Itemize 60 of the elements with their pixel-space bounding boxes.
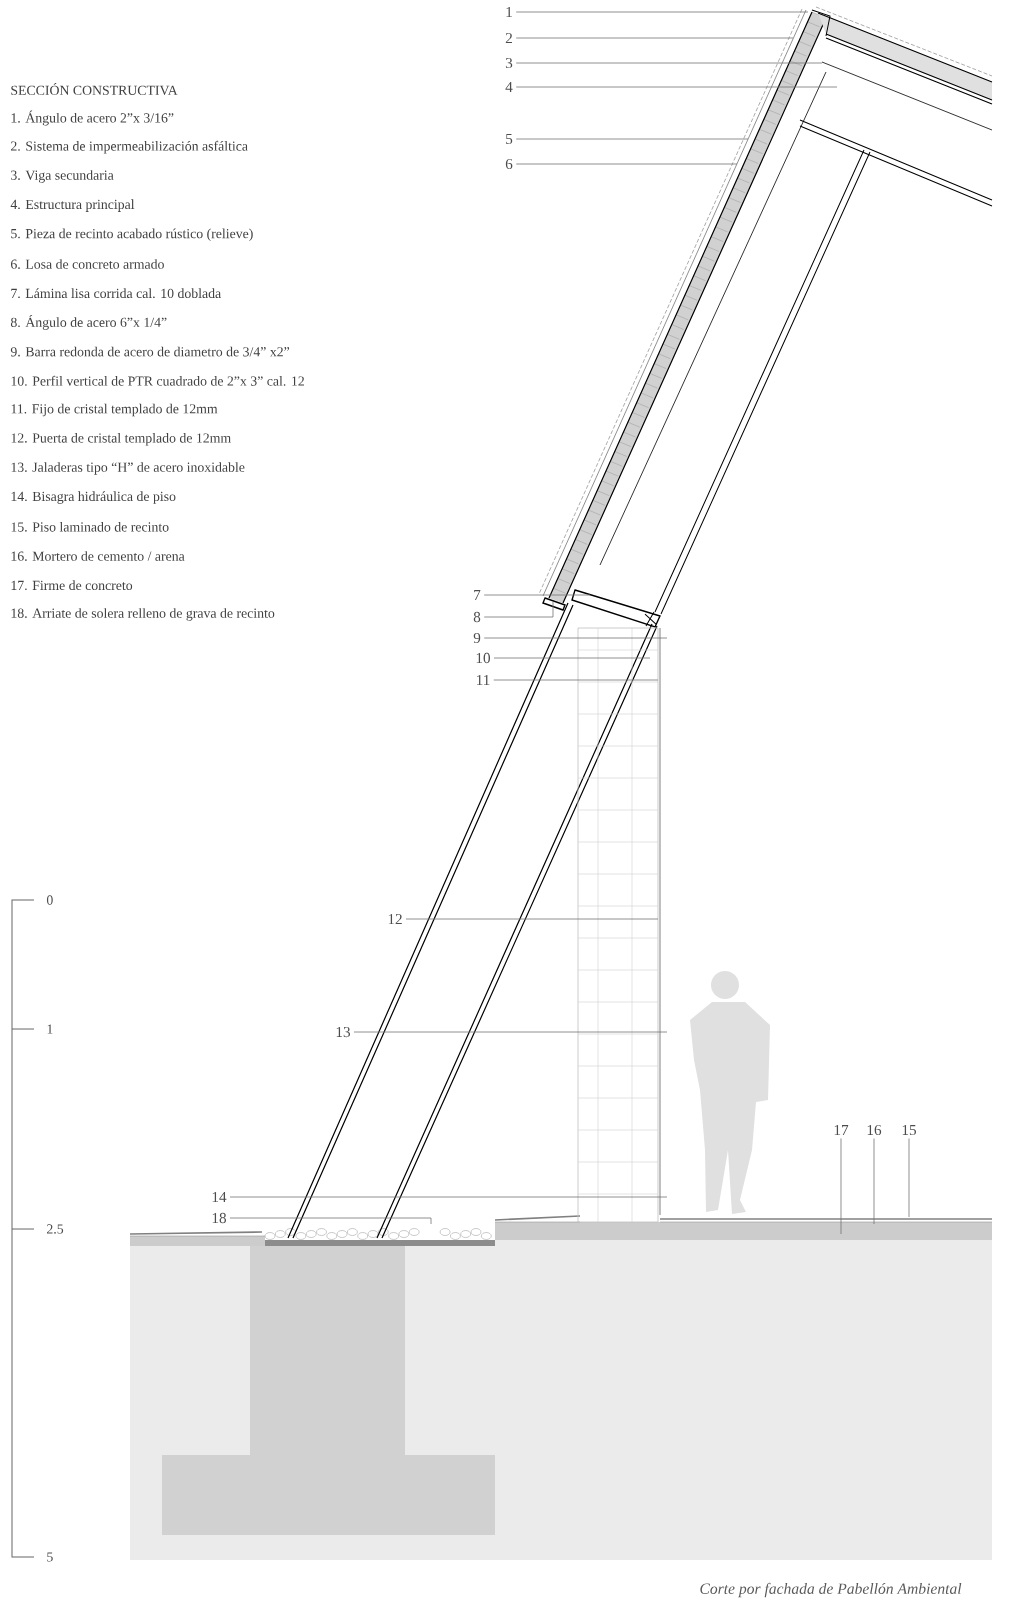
callout-number: 9 [473,632,481,644]
leader-line [493,679,659,681]
callout-number: 15 [902,1124,917,1136]
callout-number: 6 [505,158,513,170]
legend-text: 17. Firme de concreto [11,580,133,591]
leader-line [840,1138,842,1235]
callout-number: 12 [388,913,402,925]
legend-text: 18. Arriate de solera relleno de grava de recinto [11,608,275,621]
callout-number: 8 [473,611,481,623]
callout-number: 18 [212,1212,227,1224]
caption: Corte por fachada de Pabellón Ambiental [700,1582,962,1598]
callout-number: 7 [474,590,481,600]
legend-text: 14. Bisagra hidráulica de piso [11,491,176,504]
leader-line [483,594,591,596]
callout-number: 16 [867,1124,882,1136]
callout-number: 3 [505,57,513,69]
callout-number: 10 [476,652,491,664]
callout-number: 2 [505,32,512,44]
legend-text: 13. Jaladeras tipo “H” de acero inoxidable [11,462,245,475]
callout-number: 4 [505,82,513,92]
callout-number: 17 [834,1125,849,1136]
leader-line [515,86,838,88]
callout-number: 1 [506,7,512,18]
callout-number: 11 [477,675,490,686]
scale-label: 2.5 [47,1224,64,1234]
heading: SECCIÓN CONSTRUCTIVA [11,82,178,96]
leader-line [405,918,659,920]
scale-label: 1 [47,1024,53,1034]
legend-text: 3. Viga secundaria [11,170,114,183]
scale-label: 0 [46,895,53,905]
callout-number: 5 [506,133,513,145]
legend-text: 9. Barra redonda de acero de diametro de 3/4” x2” [10,346,290,357]
legend-text: 7. Lámina lisa corrida cal. 10 doblada [11,288,221,299]
leader-line [515,163,738,165]
callout-number: 13 [336,1026,351,1038]
legend-text: 15. Piso laminado de recinto [11,521,169,532]
scale-label: 5 [47,1552,53,1562]
legend-text: 1. Ángulo de acero 2”x 3/16” [11,110,174,126]
legend-text: 10. Perfil vertical de PTR cuadrado de 2”x 3” cal. 12 [11,375,304,386]
legend-text: 5. Pieza de recinto acabado rústico (relieve) [11,228,253,242]
leader-line [483,601,554,618]
legend-text: 16. Mortero de cemento / arena [11,551,185,561]
legend-text: 12. Puerta de cristal templado de 12mm [11,432,231,446]
callout-number: 14 [212,1192,227,1203]
leader-line [515,62,823,64]
legend-text: 6. Losa de concreto armado [11,259,164,269]
leader-line [229,1217,432,1225]
legend-text: 8. Ángulo de acero 6”x 1/4” [10,315,167,330]
leader-line [515,138,749,140]
leader-line [229,1196,668,1198]
leader-line [908,1138,910,1218]
legend-text: 4. Estructura principal [10,199,135,212]
leader-line [493,657,651,659]
legend-text: 11. Fijo de cristal templado de 12mm [11,403,218,417]
leader-line [483,637,668,639]
leader-line [515,11,809,13]
leader-line [873,1138,875,1225]
leader-line [515,37,794,39]
leader-line [353,1031,668,1033]
legend-text: 2. Sistema de impermeabilización asfáltica [11,140,248,154]
